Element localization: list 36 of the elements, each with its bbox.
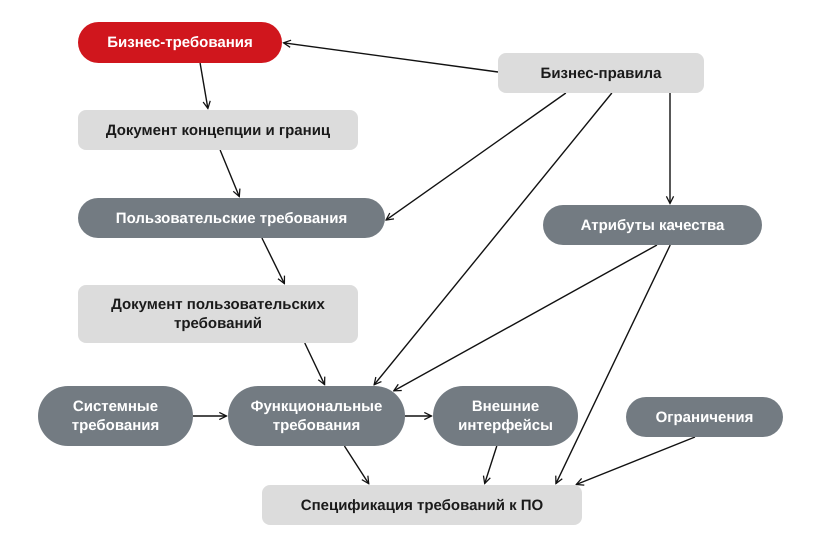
process-pill <box>78 198 385 238</box>
node-label: Атрибуты качества <box>580 216 724 234</box>
process-pill <box>78 22 282 63</box>
process-pill <box>433 386 578 446</box>
arrow <box>482 446 498 484</box>
process-pill <box>543 205 762 245</box>
document-box <box>78 285 358 343</box>
arrow <box>373 92 612 386</box>
arrow <box>261 238 286 284</box>
arrow <box>282 40 498 73</box>
node-label: Документ концепции и границ <box>106 120 330 140</box>
arrow <box>193 412 228 420</box>
process-pill <box>228 386 405 446</box>
node-label: Ограничения <box>656 408 754 426</box>
arrow <box>385 92 566 221</box>
document-box <box>78 110 358 150</box>
node-label: Функциональные требования <box>250 397 384 435</box>
arrow <box>219 150 241 198</box>
node-label: Документ пользовательских требований <box>110 295 326 333</box>
node-label: Внешние интерфейсы <box>457 397 554 435</box>
document-box <box>262 485 582 525</box>
document-box <box>498 53 704 93</box>
arrow <box>393 244 658 392</box>
arrow <box>304 342 326 386</box>
node-label: Бизнес-правила <box>540 64 662 82</box>
node-label: Спецификация требований к ПО <box>300 496 544 514</box>
node-label: Системные требования <box>70 397 160 435</box>
arrow <box>666 93 674 204</box>
arrow <box>405 412 432 420</box>
arrow <box>576 436 696 486</box>
arrow <box>199 62 211 110</box>
process-pill <box>626 397 783 437</box>
node-label: Бизнес-требования <box>107 33 253 52</box>
node-label: Пользовательские требования <box>116 208 348 228</box>
arrow <box>344 446 370 484</box>
arrow <box>555 244 671 484</box>
